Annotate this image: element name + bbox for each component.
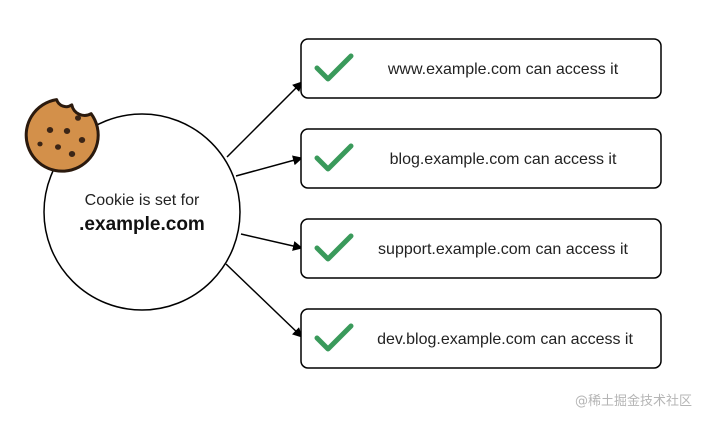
target-box-frame [300,308,662,369]
arrow-to-blog [235,155,303,177]
scope-domain: .example.com [79,214,205,235]
check-icon [314,233,354,262]
arrow-to-support [240,233,303,251]
cookie-chip [55,144,61,150]
target-label: dev.blog.example.com can access it [377,331,633,348]
cookie-icon [24,98,100,173]
arrow-to-dev-blog [225,263,303,338]
target-box-www: www.example.com can access it [300,38,662,99]
cookie-chip [78,137,86,143]
cookie-chip [68,151,76,157]
target-label: support.example.com can access it [378,241,628,258]
cookie-chip [37,141,43,147]
connectors [225,81,303,338]
target-box-frame [300,218,662,279]
target-box-frame [300,38,662,99]
scope-caption: Cookie is set for [85,192,200,209]
cookie-chip [46,127,54,133]
target-box-dev-blog: dev.blog.example.com can access it [300,308,662,369]
cookie-body [24,98,100,173]
check-icon [314,323,354,352]
watermark: @稀土掘金技术社区 [575,393,692,409]
scope-circle [43,113,241,311]
check-icon [314,53,354,82]
target-label: blog.example.com can access it [390,151,617,168]
cookie-scope-node: Cookie is set for .example.com [43,113,241,311]
cookie-chip [75,115,81,121]
target-box-frame [300,128,662,189]
check-icon [314,143,354,172]
arrow-to-www [226,81,303,158]
target-label: www.example.com can access it [387,61,619,78]
target-box-blog: blog.example.com can access it [300,128,662,189]
cookie-chip [63,128,71,134]
target-box-support: support.example.com can access it [300,218,662,279]
